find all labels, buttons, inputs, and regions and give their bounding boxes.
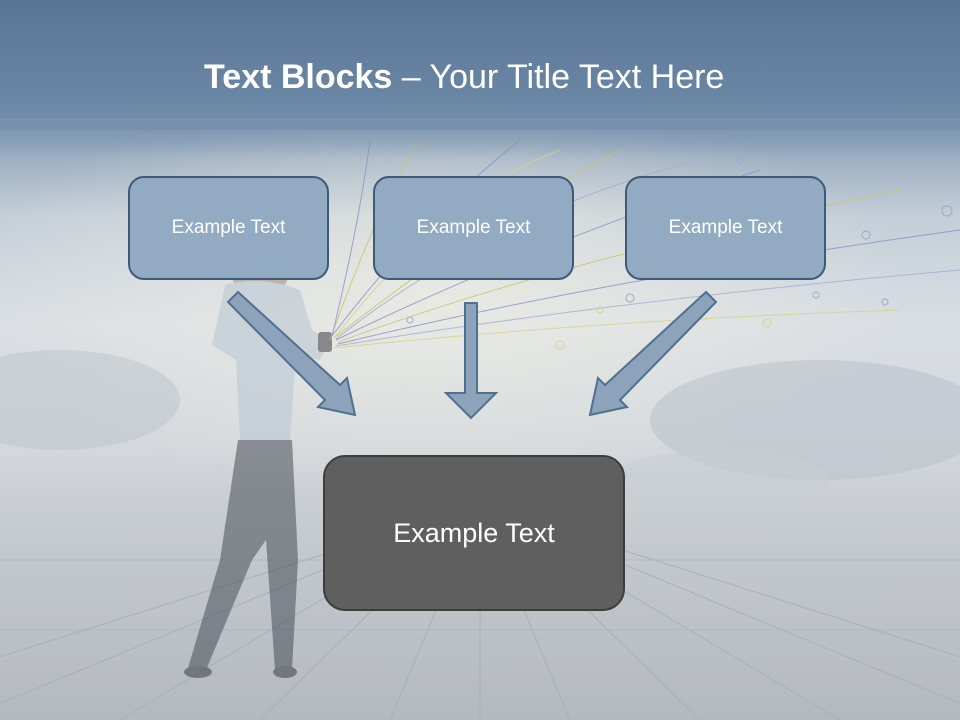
text-block-3-label: Example Text xyxy=(668,217,783,238)
text-block-1: Example Text xyxy=(128,176,329,280)
main-text-block: Example Text xyxy=(323,455,625,611)
text-block-2: Example Text xyxy=(373,176,574,280)
title-bold: Text Blocks xyxy=(204,58,393,96)
text-block-1-label: Example Text xyxy=(171,217,286,238)
title-band xyxy=(0,0,960,130)
arrow-left xyxy=(226,290,357,417)
text-block-2-label: Example Text xyxy=(416,217,531,238)
arrow-right xyxy=(588,290,718,417)
arrow-center xyxy=(443,302,499,420)
text-block-3: Example Text xyxy=(625,176,826,280)
main-text-block-label: Example Text xyxy=(393,517,555,548)
title-band-fade xyxy=(0,118,960,158)
slide-title: Text Blocks – Your Title Text Here xyxy=(204,52,724,102)
title-rest: Your Title Text Here xyxy=(429,58,725,96)
title-separator: – xyxy=(392,58,430,96)
